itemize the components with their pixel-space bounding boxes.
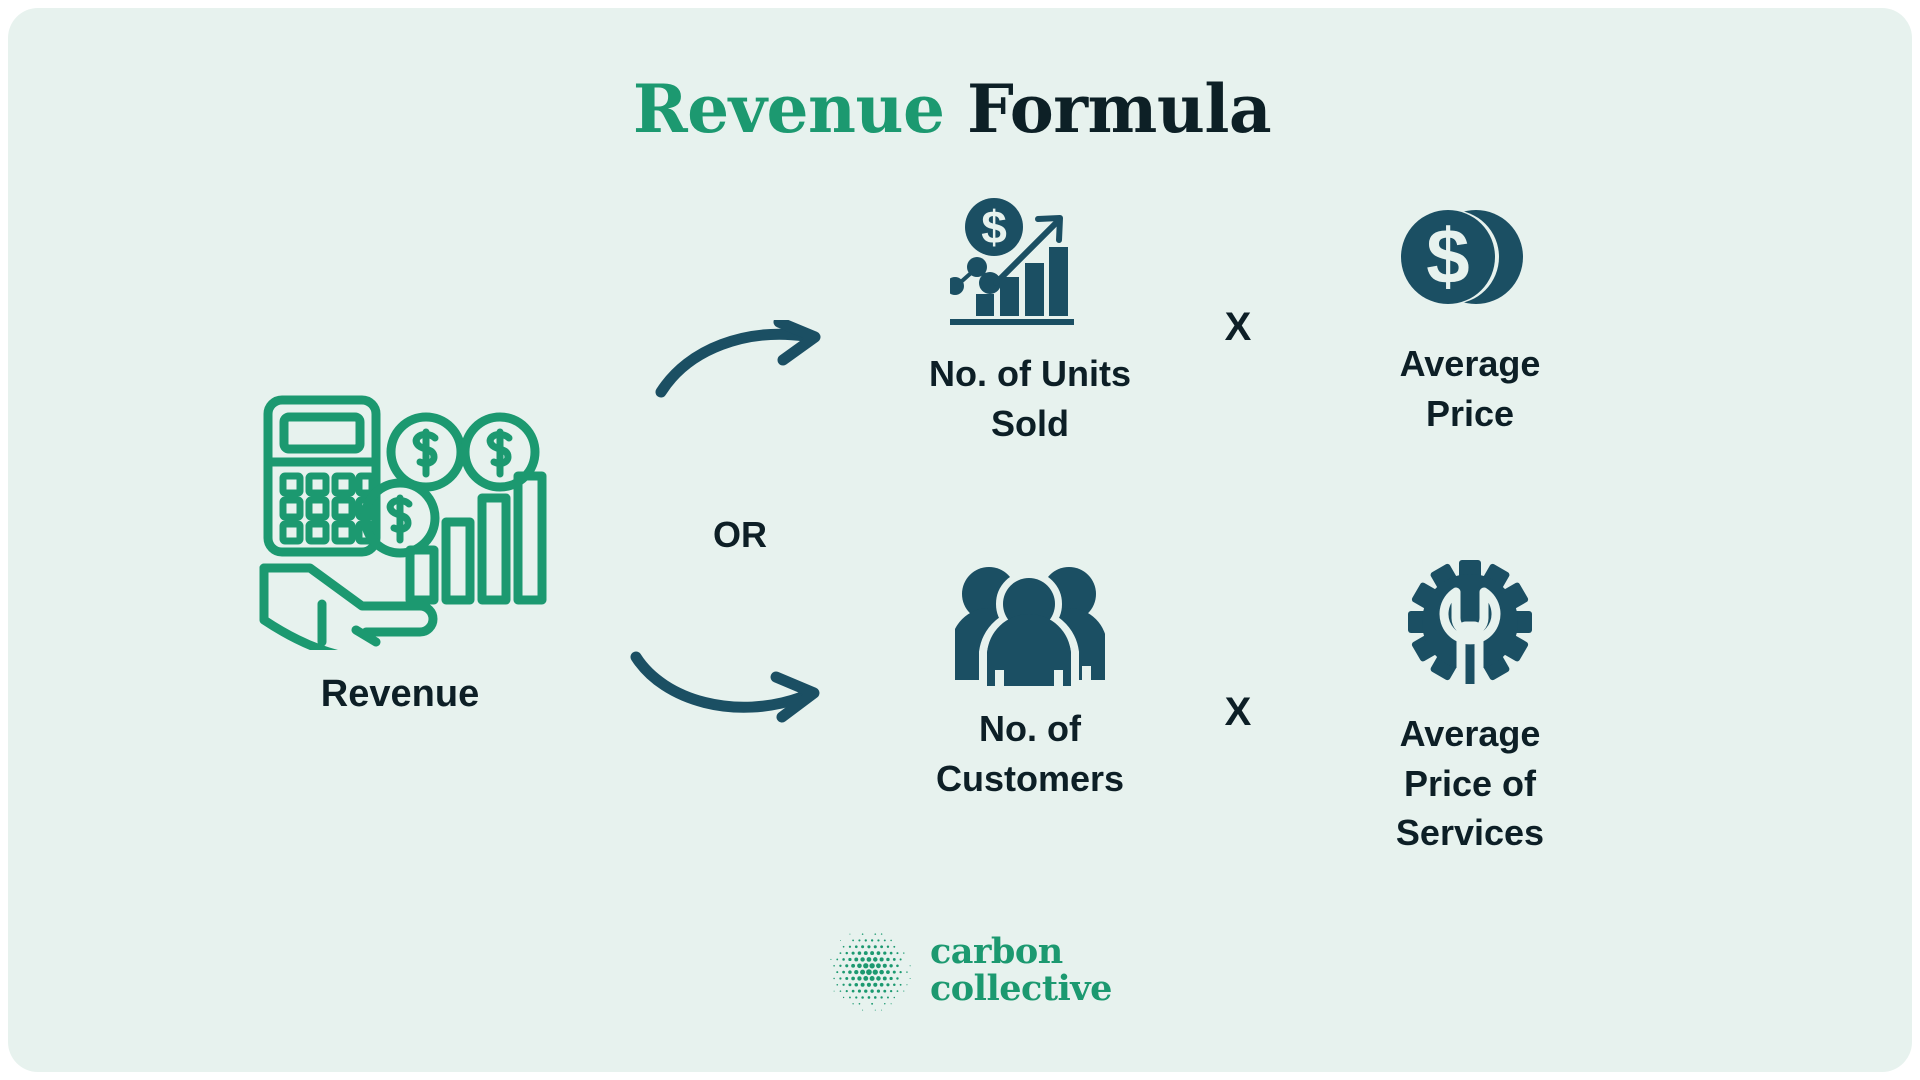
term-average-price-label: Average Price bbox=[1300, 339, 1640, 438]
dot-cluster-logo-icon bbox=[830, 933, 911, 1011]
term-average-price-line2: Price bbox=[1425, 392, 1515, 434]
title-part-formula: Formula bbox=[944, 70, 1272, 148]
group-of-people-icon bbox=[955, 567, 1105, 690]
operator-multiply-top: X bbox=[1224, 305, 1252, 349]
term-no-of-customers-line2: Customers bbox=[935, 757, 1125, 799]
term-average-price-line1: Average bbox=[1399, 343, 1541, 384]
logo-line1: carbon bbox=[930, 930, 1063, 972]
page-title: Revenue Formula bbox=[0, 76, 1904, 142]
or-connector-label: OR bbox=[713, 514, 767, 555]
chart-growth-dollar-icon: $ bbox=[950, 198, 1074, 325]
logo-wordmark: carbon collective bbox=[930, 933, 1112, 1007]
gear-wrench-icon bbox=[1408, 560, 1532, 695]
term-average-price-of-services-label: Average Price of Services bbox=[1300, 709, 1640, 858]
logo-line2: collective bbox=[930, 968, 1112, 1009]
operator-multiply-bottom: X bbox=[1224, 690, 1252, 734]
carbon-collective-logo: carbon collective bbox=[826, 920, 1112, 1020]
term-no-of-customers-line1: No. of bbox=[979, 708, 1081, 749]
title-part-revenue: Revenue bbox=[632, 70, 945, 148]
term-services-line3: Services bbox=[1395, 812, 1545, 854]
term-units-sold-label: No. of Units Sold bbox=[860, 349, 1200, 448]
svg-text:$: $ bbox=[1426, 212, 1469, 300]
term-services-line2: Price of bbox=[1403, 762, 1537, 804]
calculator-coins-chart-hand-icon bbox=[259, 395, 547, 650]
term-units-sold-line2: Sold bbox=[991, 402, 1069, 444]
term-no-of-customers: No. of Customers bbox=[860, 560, 1200, 803]
svg-text:$: $ bbox=[981, 201, 1007, 253]
revenue-block: Revenue bbox=[240, 390, 560, 720]
curved-arrow-up-right-icon bbox=[655, 320, 821, 398]
term-units-sold-line1: No. of Units bbox=[929, 353, 1131, 394]
stacked-coins-dollar-icon: $ bbox=[1401, 210, 1523, 304]
revenue-label: Revenue bbox=[320, 673, 480, 715]
curved-arrow-down-right-icon bbox=[630, 651, 820, 723]
term-average-price-of-services: Average Price of Services bbox=[1300, 560, 1640, 858]
term-no-of-customers-label: No. of Customers bbox=[860, 704, 1200, 803]
term-units-sold: $ No. of Units Sold bbox=[860, 195, 1200, 448]
term-services-line1: Average bbox=[1399, 713, 1541, 754]
term-average-price: $ Average Price bbox=[1300, 195, 1640, 438]
